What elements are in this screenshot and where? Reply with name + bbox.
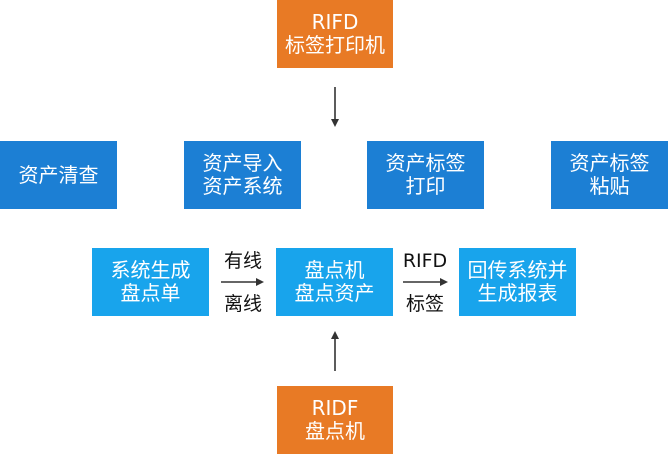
rfid-label-printer-box: RIFD 标签打印机 [277, 0, 393, 68]
module-asset-import: 资产导入 资产系统 [184, 141, 301, 209]
printer-line1: RIFD [311, 10, 359, 34]
module-label-line1: 资产导入 [202, 151, 283, 175]
module-asset-inventory: 资产清查 [0, 141, 117, 209]
module-label-line2: 资产系统 [202, 174, 283, 198]
module-label-line2: 打印 [405, 174, 446, 198]
mode-offline-label: 离线 [223, 293, 262, 315]
flow-label-line2: 盘点资产 [294, 281, 375, 305]
module-label-line1: 资产标签 [569, 151, 650, 175]
module-asset-label-print: 资产标签 打印 [367, 141, 484, 209]
rfid-tag-label-bottom: 标签 [405, 293, 444, 315]
flow-report-upload: 回传系统并 生成报表 [459, 248, 576, 316]
flow-label-line2: 生成报表 [477, 281, 558, 305]
flow-label-line1: 回传系统并 [467, 258, 568, 282]
module-label: 资产清查 [18, 162, 99, 187]
mode-online-label: 有线 [223, 250, 262, 272]
module-label-line1: 资产标签 [385, 151, 466, 175]
flow-label-line1: 系统生成 [110, 258, 191, 282]
device-line2: 盘点机 [305, 419, 365, 443]
flow-label-line2: 盘点单 [120, 281, 181, 305]
module-label-line2: 粘贴 [589, 174, 630, 198]
flow-scanner-inventory: 盘点机 盘点资产 [276, 248, 393, 316]
rfid-scanner-device-box: RIDF 盘点机 [277, 386, 393, 454]
rfid-tag-label-top: RIFD [402, 250, 448, 272]
flow-label-line1: 盘点机 [304, 258, 365, 282]
device-line1: RIDF [311, 396, 359, 420]
module-asset-label-paste: 资产标签 粘贴 [551, 141, 668, 209]
printer-line2: 标签打印机 [285, 33, 385, 57]
flow-generate-checklist: 系统生成 盘点单 [92, 248, 209, 316]
